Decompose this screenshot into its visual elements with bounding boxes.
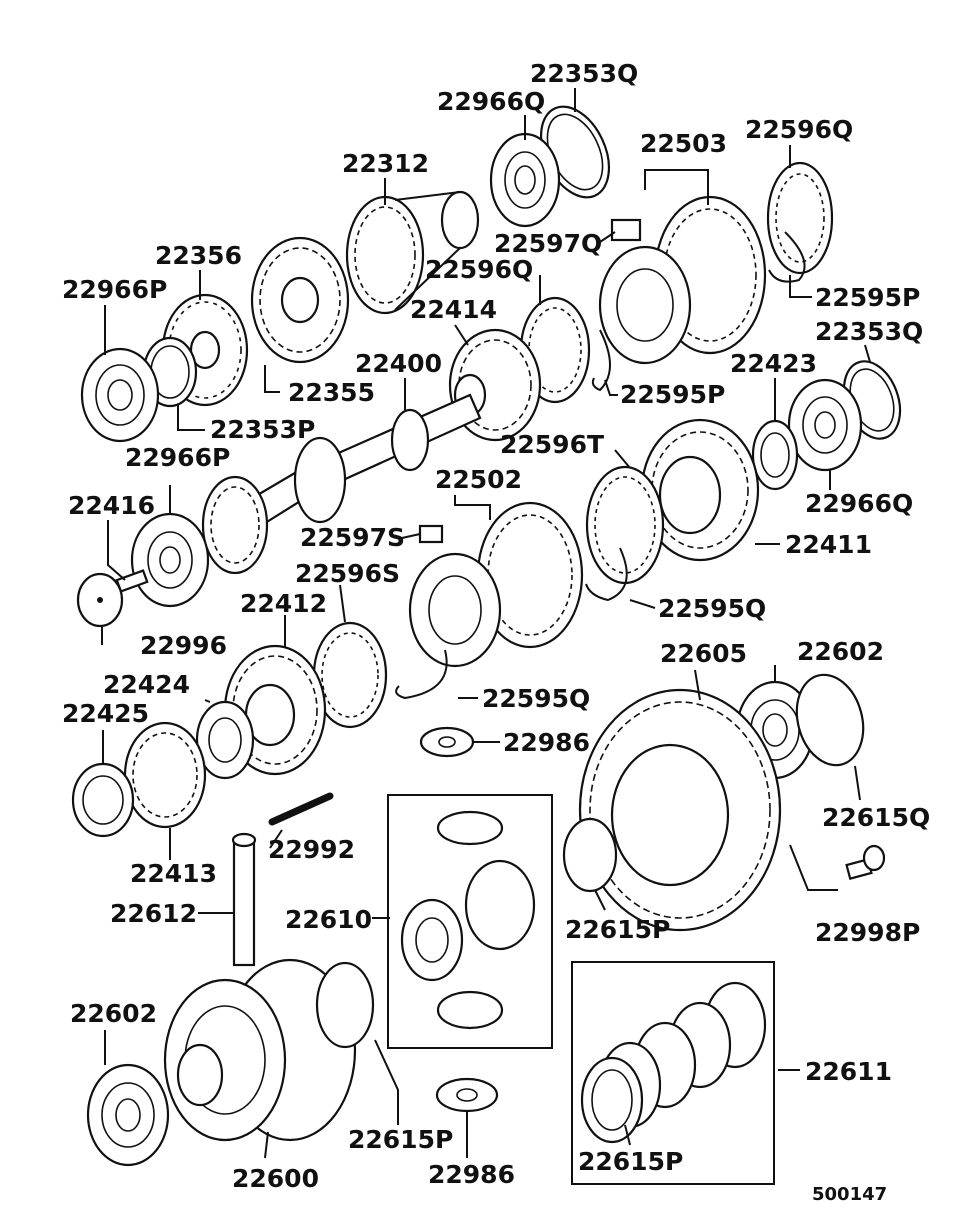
label-22966Q-top: 22966Q — [437, 87, 545, 116]
part-22400-shaft — [201, 393, 482, 575]
part-22597S-key — [418, 524, 444, 544]
part-22615Q-shim — [795, 673, 865, 767]
label-22425: 22425 — [62, 699, 149, 728]
part-22595P-spring-right — [768, 231, 806, 283]
label-22998P: 22998P — [815, 918, 920, 947]
part-22413-gear — [123, 721, 207, 829]
label-22596Q-top: 22596Q — [745, 115, 853, 144]
label-22595Q-right: 22595Q — [658, 594, 766, 623]
label-22413: 22413 — [130, 859, 217, 888]
part-22355-gear — [250, 236, 350, 364]
label-22414: 22414 — [410, 295, 497, 324]
part-22595Q-spring-right — [585, 547, 628, 602]
label-22400: 22400 — [355, 349, 442, 378]
part-22996-washer — [76, 572, 124, 628]
part-22992-pin — [268, 792, 334, 826]
label-22355: 22355 — [288, 378, 375, 407]
part-22312-gear — [345, 190, 480, 315]
label-22353Q-top: 22353Q — [530, 59, 638, 88]
label-22605: 22605 — [660, 639, 747, 668]
part-22986-washer-top — [419, 726, 475, 758]
part-22600-diff-case — [163, 958, 357, 1142]
label-22966P-left: 22966P — [62, 275, 167, 304]
part-22966P-bearing-mid — [130, 512, 210, 608]
part-22986-washer-bottom — [435, 1077, 499, 1113]
label-22423: 22423 — [730, 349, 817, 378]
label-22502: 22502 — [435, 465, 522, 494]
part-22966Q-bearing-top — [489, 132, 561, 228]
label-22966P-mid: 22966P — [125, 443, 230, 472]
label-22416: 22416 — [68, 491, 155, 520]
part-22596Q-ring-top — [766, 161, 834, 275]
label-22596Q-mid: 22596Q — [425, 255, 533, 284]
label-22595P-right: 22595P — [815, 283, 920, 312]
label-22602-right: 22602 — [797, 637, 884, 666]
part-22610-pinion-gears — [400, 810, 536, 1030]
part-22612-shaft — [231, 832, 257, 967]
part-22502-synchro — [408, 501, 584, 668]
label-22992: 22992 — [268, 835, 355, 864]
label-22612: 22612 — [110, 899, 197, 928]
part-22615P-shim-mid — [562, 817, 618, 893]
label-22412: 22412 — [240, 589, 327, 618]
label-22615P-box: 22615P — [578, 1147, 683, 1176]
label-22596T: 22596T — [500, 430, 604, 459]
part-22597Q-key — [610, 218, 642, 242]
part-22595Q-spring-mid — [395, 649, 448, 700]
box-22611-shim-set — [571, 961, 775, 1185]
label-22600: 22600 — [232, 1164, 319, 1193]
part-22966Q-bearing-right — [787, 378, 863, 472]
label-22966Q-right: 22966Q — [805, 489, 913, 518]
label-22597Q: 22597Q — [494, 229, 602, 258]
part-22615P-shim-bottom — [315, 961, 375, 1049]
label-22602-left: 22602 — [70, 999, 157, 1028]
part-22595P-spring-mid — [591, 329, 611, 392]
label-22411: 22411 — [785, 530, 872, 559]
label-22597S: 22597S — [300, 523, 405, 552]
label-22611: 22611 — [805, 1057, 892, 1086]
label-22986-bottom: 22986 — [428, 1160, 515, 1189]
part-22411-gear — [640, 418, 760, 562]
part-22998P-bolt — [845, 844, 886, 880]
label-22615P-bottom: 22615P — [348, 1125, 453, 1154]
label-22595Q-mid: 22595Q — [482, 684, 590, 713]
part-22425-bushing — [71, 762, 135, 838]
figure-number: 500147 — [812, 1184, 887, 1205]
label-22503: 22503 — [640, 129, 727, 158]
part-22602-bearing-left — [86, 1063, 170, 1167]
label-22595P-mid: 22595P — [620, 380, 725, 409]
label-22353Q-right: 22353Q — [815, 317, 923, 346]
part-22423-spacer — [751, 419, 799, 491]
box-22610-pinion-set — [387, 794, 553, 1049]
label-22424: 22424 — [103, 670, 190, 699]
label-22615Q: 22615Q — [822, 803, 930, 832]
label-22596S: 22596S — [295, 559, 400, 588]
leader-lines — [101, 88, 871, 1159]
label-22986-top: 22986 — [503, 728, 590, 757]
part-22966P-bearing-left — [80, 347, 160, 443]
label-22996: 22996 — [140, 631, 227, 660]
label-22356: 22356 — [155, 241, 242, 270]
part-22424-bushing — [195, 700, 255, 780]
label-22312: 22312 — [342, 149, 429, 178]
label-22610: 22610 — [285, 905, 372, 934]
part-22605-ring-gear — [578, 688, 782, 932]
label-22615P-mid: 22615P — [565, 915, 670, 944]
part-22503-synchro — [598, 195, 767, 365]
part-22611-shims — [580, 981, 767, 1144]
label-22353P: 22353P — [210, 415, 315, 444]
